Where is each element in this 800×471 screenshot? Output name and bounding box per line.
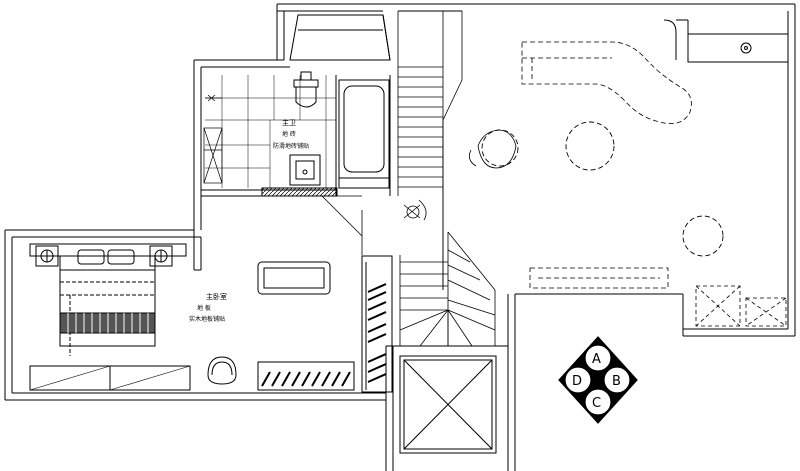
bed [29,243,187,356]
wardrobe [361,255,393,393]
dining-chair [468,129,517,169]
washbasin-icon [289,154,321,186]
tv-cabinet-hatching [261,371,351,387]
lower-staircase [399,231,496,347]
nightstand-right [149,245,173,267]
armchair [207,356,237,385]
nightstand-left [35,245,59,267]
storage-box [289,14,391,61]
round-table-dashed [481,121,724,257]
master-bath-note: 防滑地砖铺贴 [273,142,309,150]
upper-staircase [397,11,463,290]
master-bedroom-note: 实木地板铺贴 [189,315,225,323]
corner-basin [663,19,789,63]
compass-label-b: B [612,374,621,389]
compass-label-c: C [592,396,601,411]
outer-walls [4,3,796,471]
master-bath-floor-label: 地 砖 [282,130,296,138]
curved-sofa [521,41,692,125]
skylight-void [399,355,497,454]
master-bedroom-floor-label: 地 板 [197,304,211,312]
compass-label-a: A [592,352,601,367]
person-figure [403,199,427,221]
sideboard [529,267,669,289]
desk [257,261,331,295]
bed-runner [59,312,156,334]
master-bath-title: 主卫 [282,118,296,127]
toilet-icon [293,71,319,108]
bathroom-cabinet [203,127,223,184]
bathroom-door [321,195,363,255]
tv-cabinet [257,361,355,391]
bedroom-cabinet [29,365,191,391]
wardrobe-hangers [367,283,387,383]
master-bedroom-title: 主卧室 [206,292,227,301]
shower-icon [205,94,222,102]
compass-rose [558,336,638,424]
bathtub-icon [338,79,390,189]
bathroom-walls [200,67,391,197]
compass-label-d: D [572,374,582,389]
planter-boxes [695,285,787,327]
